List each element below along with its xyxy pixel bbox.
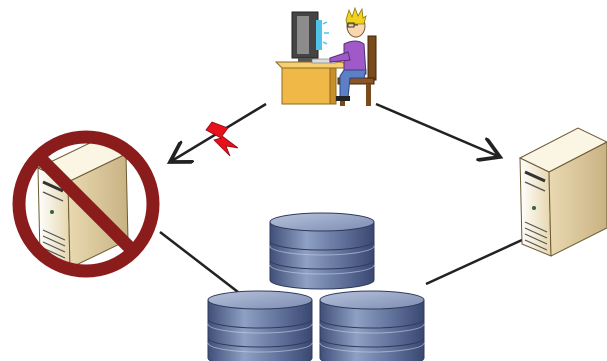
edge-user-to-right-server: [375, 102, 500, 157]
database-stack-icon: [269, 212, 375, 290]
database-stack-icon: [207, 290, 313, 361]
server-right: [518, 127, 607, 257]
edge-left-server-to-storage: [159, 231, 239, 293]
database-stack-icon: [319, 290, 425, 361]
lightning-bolt-icon: [205, 121, 239, 157]
storage-cluster: [207, 212, 425, 361]
edge-right-server-to-storage: [425, 238, 523, 286]
server-left: [12, 130, 160, 278]
server-tower-icon: [518, 127, 607, 257]
user-at-computer-icon: [274, 6, 377, 106]
prohibited-icon: [12, 130, 160, 278]
